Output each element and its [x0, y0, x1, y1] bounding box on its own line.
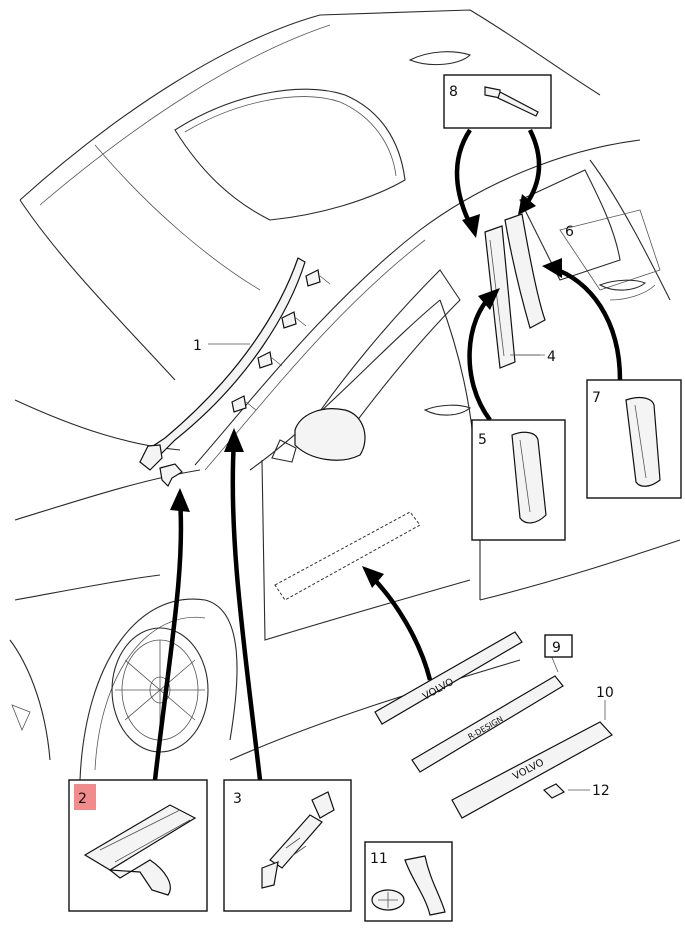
car-outline	[9, 9, 681, 781]
arrow-7	[542, 258, 623, 381]
arrow-5	[467, 288, 500, 422]
detail-box-11	[364, 841, 453, 922]
tape-piece-12	[542, 783, 566, 799]
callout-8: 8	[449, 84, 458, 100]
arrow-8	[454, 128, 542, 238]
detail-box-7	[586, 379, 682, 499]
a-pillar-trim	[139, 257, 331, 488]
detail-box-5	[471, 419, 566, 541]
callout-1: 1	[193, 338, 202, 354]
arrow-3	[224, 428, 263, 781]
callout-5: 5	[478, 432, 487, 448]
callout-10: 10	[596, 685, 614, 701]
callout-3: 3	[233, 791, 242, 807]
detail-box-8	[443, 74, 552, 129]
arrow-9	[362, 566, 433, 681]
callout-6: 6	[565, 224, 574, 240]
detail-box-3	[223, 779, 352, 912]
callout-9: 9	[552, 640, 561, 656]
callout-4: 4	[547, 349, 556, 365]
arrow-2	[152, 488, 190, 781]
callout-11: 11	[370, 851, 388, 867]
callout-2: 2	[78, 791, 87, 807]
b-pillar-trim-4	[484, 225, 516, 369]
callout-7: 7	[592, 390, 601, 406]
callout-box-9	[544, 634, 573, 658]
leader-lines	[208, 343, 606, 791]
callout-12: 12	[592, 783, 610, 799]
b-pillar-trim-6	[504, 213, 546, 329]
callout-2-highlight	[74, 784, 96, 810]
